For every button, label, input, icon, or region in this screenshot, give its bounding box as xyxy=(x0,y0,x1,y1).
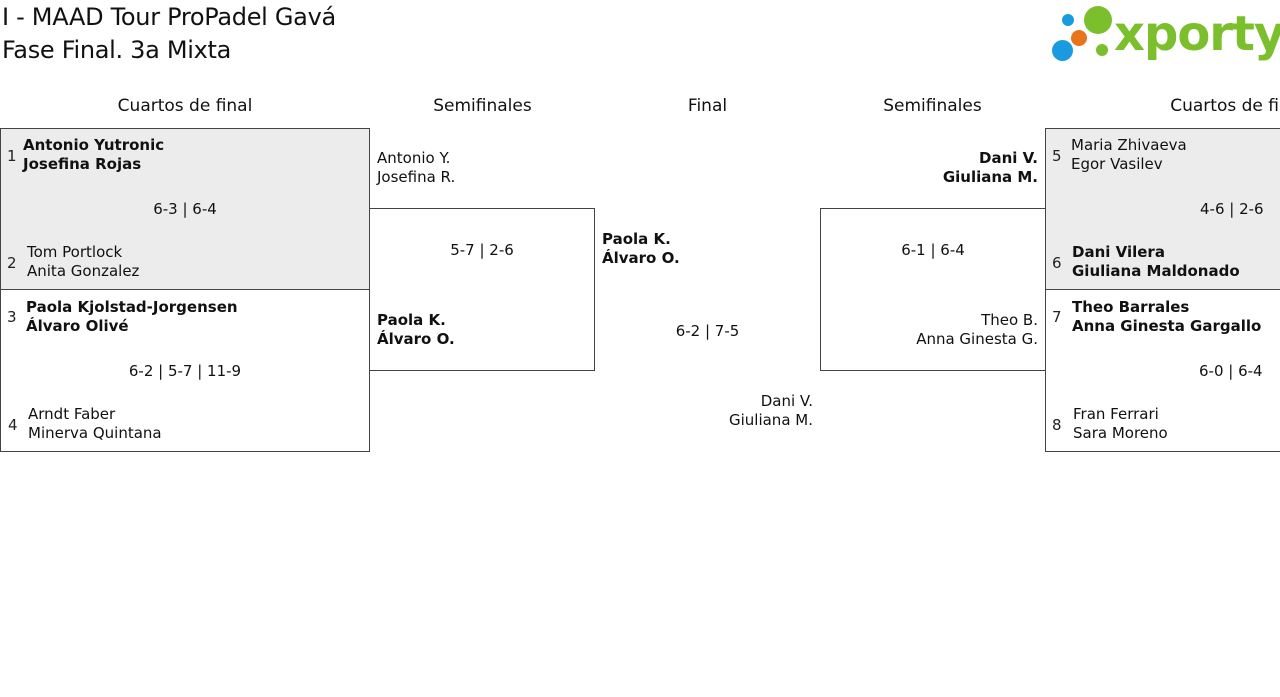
team-player[interactable]: Josefina Rojas xyxy=(23,155,142,173)
tournament-title: I - MAAD Tour ProPadel Gavá xyxy=(2,3,336,31)
round-header-final: Final xyxy=(687,96,728,116)
match-sf-left[interactable] xyxy=(369,208,595,371)
match-score: 6-2 | 5-7 | 11-9 xyxy=(128,362,242,380)
team-player[interactable]: Josefina R. xyxy=(377,168,456,186)
team-player[interactable]: Sara Moreno xyxy=(1073,424,1168,442)
match-qf-right-1[interactable] xyxy=(1045,128,1280,290)
team-player[interactable]: Álvaro O. xyxy=(602,249,680,267)
logo-dot-green-icon xyxy=(1084,6,1112,34)
team-player[interactable]: Minerva Quintana xyxy=(28,424,162,442)
team-player[interactable]: Maria Zhivaeva xyxy=(1071,136,1187,154)
match-score: 6-0 | 6-4 xyxy=(1199,362,1263,380)
logo-dot-small-blue-icon xyxy=(1062,14,1074,26)
team-player[interactable]: Anna Ginesta Gargallo xyxy=(1072,317,1262,335)
tournament-subtitle: Fase Final. 3a Mixta xyxy=(2,36,232,64)
team-player[interactable]: Giuliana M. xyxy=(728,411,813,429)
match-score: 5-7 | 2-6 xyxy=(450,241,514,259)
team-player[interactable]: Paola K. xyxy=(377,311,446,329)
team-player[interactable]: Dani Vilera xyxy=(1072,243,1165,261)
seed-number: 3 xyxy=(7,308,17,326)
team-player[interactable]: Álvaro O. xyxy=(377,330,455,348)
team-player[interactable]: Giuliana Maldonado xyxy=(1072,262,1240,280)
team-player[interactable]: Tom Portlock xyxy=(27,243,123,261)
team-player[interactable]: Anna Ginesta G. xyxy=(916,330,1038,348)
seed-number: 4 xyxy=(8,416,18,434)
round-header-qf-right: Cuartos de fin xyxy=(1170,96,1280,116)
team-player[interactable]: Paola K. xyxy=(602,230,671,248)
team-player[interactable]: Arndt Faber xyxy=(28,405,116,423)
seed-number: 2 xyxy=(7,254,17,272)
team-player[interactable]: Theo B. xyxy=(981,311,1038,329)
match-qf-left-1[interactable] xyxy=(0,128,370,290)
seed-number: 6 xyxy=(1052,254,1062,272)
team-player[interactable]: Egor Vasilev xyxy=(1071,155,1163,173)
final-score: 6-2 | 7-5 xyxy=(675,322,740,340)
seed-number: 7 xyxy=(1052,308,1062,326)
team-player[interactable]: Fran Ferrari xyxy=(1073,405,1159,423)
round-header-sf-left: Semifinales xyxy=(433,96,532,116)
logo-dot-small-green-icon xyxy=(1096,44,1108,56)
match-score: 4-6 | 2-6 xyxy=(1200,200,1264,218)
match-score: 6-1 | 6-4 xyxy=(901,241,965,259)
seed-number: 1 xyxy=(7,147,17,165)
team-player[interactable]: Antonio Y. xyxy=(377,149,451,167)
team-player[interactable]: Theo Barrales xyxy=(1072,298,1190,316)
team-player[interactable]: Giuliana M. xyxy=(942,168,1038,186)
match-qf-right-2[interactable] xyxy=(1045,289,1280,452)
team-player[interactable]: Paola Kjolstad-Jorgensen xyxy=(26,298,238,316)
round-header-qf-left: Cuartos de final xyxy=(117,96,253,116)
team-player[interactable]: Antonio Yutronic xyxy=(23,136,165,154)
round-header-sf-right: Semifinales xyxy=(883,96,982,116)
logo-wordmark: xporty xyxy=(1114,6,1280,62)
team-player[interactable]: Álvaro Olivé xyxy=(26,317,129,335)
logo-dot-blue-icon xyxy=(1052,40,1073,61)
logo-dot-orange-icon xyxy=(1071,30,1087,46)
seed-number: 8 xyxy=(1052,416,1062,434)
xporty-logo[interactable]: xporty xyxy=(1050,4,1280,68)
team-player[interactable]: Dani V. xyxy=(979,149,1038,167)
team-player[interactable]: Anita Gonzalez xyxy=(27,262,140,280)
team-player[interactable]: Dani V. xyxy=(760,392,813,410)
seed-number: 5 xyxy=(1052,147,1062,165)
match-score: 6-3 | 6-4 xyxy=(153,200,217,218)
